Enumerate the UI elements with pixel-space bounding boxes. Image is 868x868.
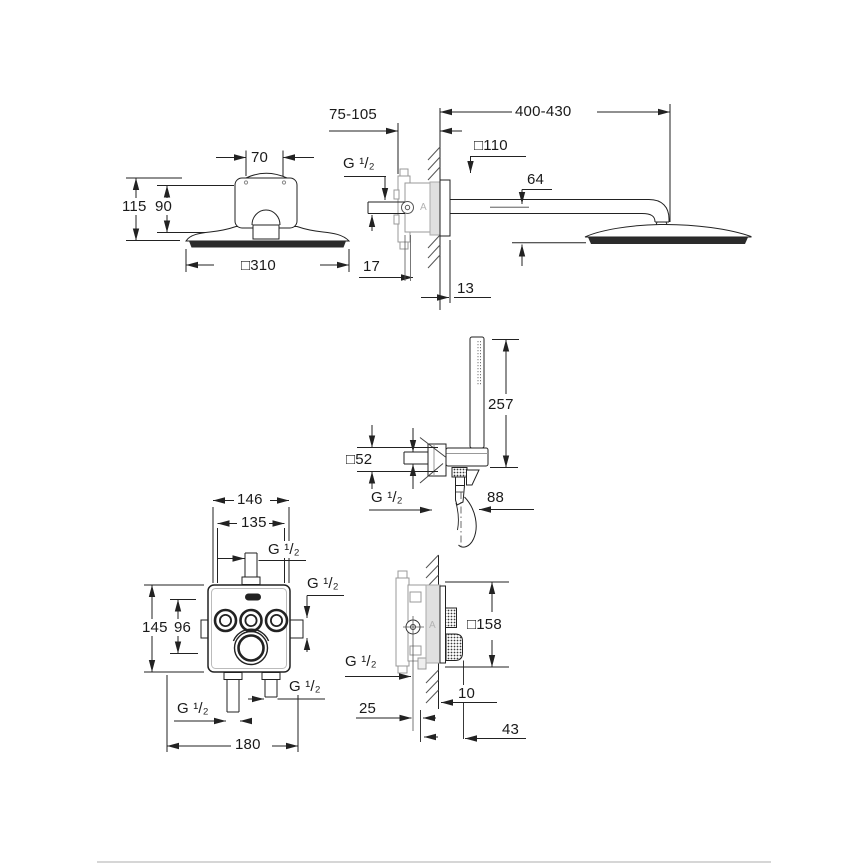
dim-head-inner-height: 90 bbox=[154, 198, 174, 215]
dim-side-depth-25: 25 bbox=[358, 700, 378, 717]
right-outlet-stub bbox=[289, 619, 304, 639]
select-buttons bbox=[213, 608, 289, 633]
dim-head-bottom-width: □310 bbox=[240, 257, 277, 274]
pivot-block bbox=[252, 224, 280, 240]
inlet-port bbox=[401, 201, 414, 214]
marker-a-side: A bbox=[429, 620, 436, 631]
small-knob bbox=[445, 607, 457, 628]
hand-shower-view bbox=[357, 336, 534, 549]
dim-front-thread-top: G ¹/₂ bbox=[267, 541, 301, 558]
dim-arm-drop: 64 bbox=[526, 171, 546, 188]
dim-side-depth-43: 43 bbox=[501, 721, 521, 738]
dim-side-wall-plate: □158 bbox=[466, 616, 503, 633]
dim-front-height-145: 145 bbox=[141, 619, 169, 636]
head-shower-rear-view bbox=[126, 150, 351, 272]
thermostat-front-view bbox=[144, 497, 344, 752]
dim-side-depth-10: 10 bbox=[457, 685, 477, 702]
dim-handshower-projection: 88 bbox=[486, 489, 506, 506]
head-side-profile bbox=[584, 223, 752, 238]
holder-hook bbox=[466, 469, 480, 486]
dim-front-width-180: 180 bbox=[234, 736, 262, 753]
top-inlet-pipe bbox=[241, 552, 261, 585]
arm-escutcheon bbox=[439, 179, 451, 237]
dim-arm-depth-range: 75-105 bbox=[328, 106, 378, 123]
dim-head-outer-height: 115 bbox=[121, 198, 148, 215]
escutcheon-edge bbox=[439, 585, 446, 664]
dim-handshower-thread: G ¹/₂ bbox=[370, 489, 404, 506]
dim-arm-offset-17: 17 bbox=[362, 258, 382, 275]
outlet-flange bbox=[427, 443, 447, 477]
dim-front-width-146: 146 bbox=[236, 491, 264, 508]
dim-head-top-width: 70 bbox=[250, 149, 270, 166]
pivot-dome bbox=[251, 209, 281, 226]
dim-front-height-96: 96 bbox=[173, 619, 193, 636]
dim-arm-wall-plate: □110 bbox=[473, 137, 509, 154]
hand-shower-handle bbox=[469, 336, 485, 449]
large-knob bbox=[445, 633, 463, 661]
wall-hatch bbox=[427, 146, 441, 269]
hose-connector bbox=[455, 485, 466, 506]
arm-silhouette-arc bbox=[245, 172, 288, 179]
shower-holder bbox=[445, 447, 489, 467]
dim-arm-offset-13: 13 bbox=[456, 280, 476, 297]
dim-side-thread: G ¹/₂ bbox=[344, 653, 378, 670]
dim-arm-length-range: 400-430 bbox=[514, 103, 573, 120]
marker-a-top: A bbox=[420, 202, 427, 213]
hose-curve bbox=[458, 496, 477, 548]
thermostat-knob bbox=[232, 628, 270, 666]
bottom-outlet-pipes bbox=[223, 672, 281, 713]
hose-nut bbox=[451, 467, 468, 478]
dim-front-thread-bottom-right: G ¹/₂ bbox=[288, 678, 322, 695]
head-spray-face bbox=[588, 237, 748, 244]
spray-face bbox=[189, 241, 346, 248]
brand-logo bbox=[245, 593, 261, 601]
dim-front-thread-bottom-left: G ¹/₂ bbox=[176, 700, 210, 717]
arm-elbow bbox=[648, 199, 670, 222]
dim-handshower-height: 257 bbox=[487, 396, 515, 413]
thermostat-side-view bbox=[345, 554, 526, 742]
dim-handshower-bracket: □52 bbox=[345, 451, 374, 468]
dim-front-width-135: 135 bbox=[240, 514, 268, 531]
dim-front-thread-right: G ¹/₂ bbox=[306, 575, 340, 592]
left-tab bbox=[200, 619, 209, 639]
arm-side-view bbox=[329, 104, 752, 310]
rough-in-valve bbox=[393, 168, 441, 250]
page-divider bbox=[97, 861, 771, 863]
rough-in-body bbox=[395, 570, 441, 674]
dim-arm-thread: G ¹/₂ bbox=[342, 155, 376, 172]
